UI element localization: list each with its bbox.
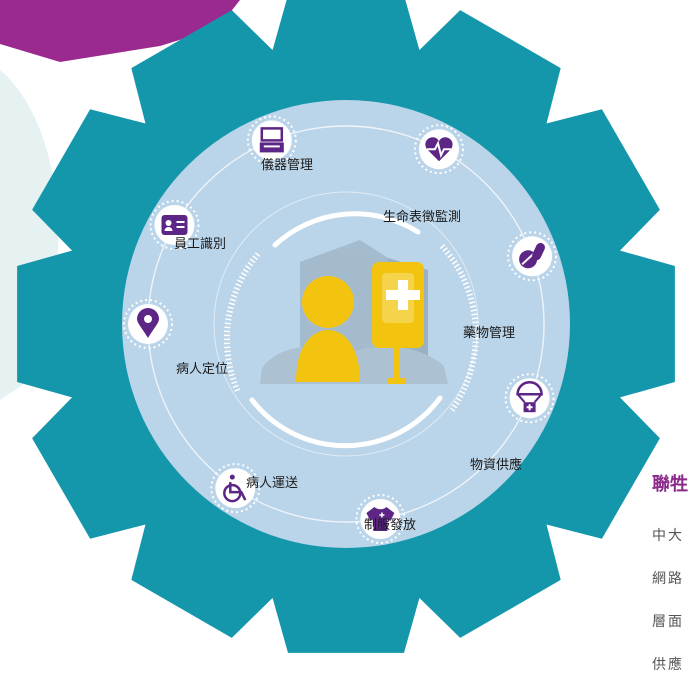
side-panel-line-3: 層面 (652, 614, 684, 630)
side-panel-title: 聯牲 (652, 474, 688, 495)
feature-label-medication: 藥物管理 (463, 326, 516, 341)
uniform-shirt-icon (355, 494, 406, 544)
parachute-supply-icon (504, 373, 555, 424)
magenta-gear-fragment (0, 0, 240, 62)
heartbeat-icon (414, 124, 464, 175)
id-card-icon (149, 200, 200, 250)
feature-label-uniform: 制服發放 (364, 518, 417, 533)
wheelchair-icon (210, 463, 261, 514)
progress-arc-top (272, 211, 421, 248)
side-panel-line-4: 供應 (652, 657, 684, 673)
feature-label-equipment: 儀器管理 (261, 158, 314, 173)
pills-icon (507, 231, 558, 282)
staff-with-iv-drip-icon (296, 262, 424, 384)
side-panel-line-1: 中大 (652, 528, 684, 544)
monitor-equipment-icon (246, 115, 297, 166)
progress-arc-bottom (249, 395, 443, 449)
inner-ring-2 (213, 191, 479, 457)
feature-label-transport: 病人運送 (246, 476, 299, 491)
feature-label-supplies: 物資供應 (470, 458, 523, 473)
location-pin-icon (123, 299, 173, 349)
dotted-arc-left (223, 252, 261, 394)
dotted-arc-right (439, 243, 479, 412)
feature-label-location: 病人定位 (176, 362, 229, 377)
feature-label-vital-signs: 生命表徵監測 (383, 210, 462, 225)
feature-label-staff-id: 員工識別 (174, 237, 227, 252)
side-panel-line-2: 網路 (652, 571, 684, 587)
